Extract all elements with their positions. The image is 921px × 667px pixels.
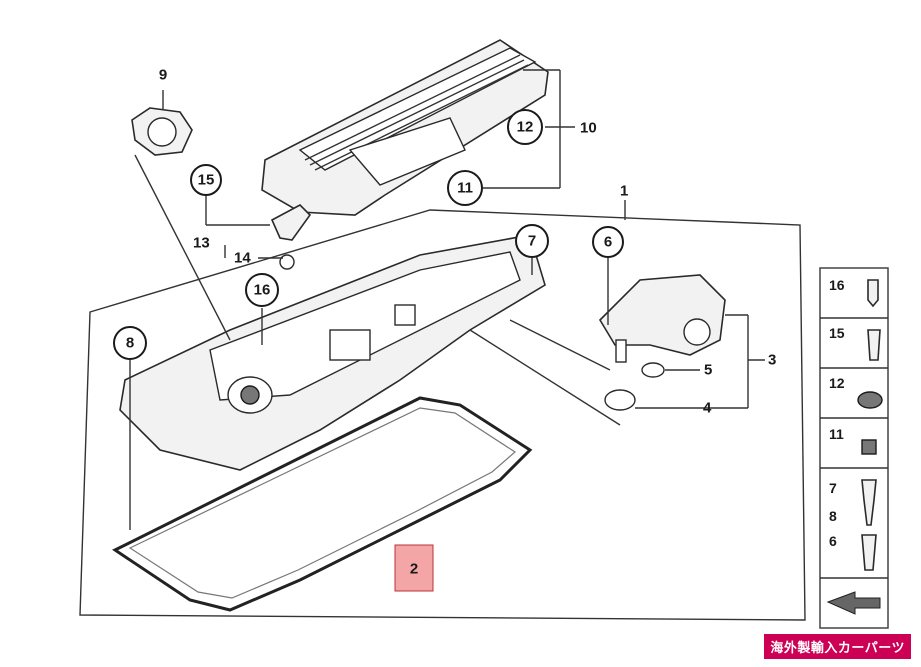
sensor-part xyxy=(270,204,312,270)
callout-12: 12 xyxy=(507,109,543,145)
engine-cover xyxy=(261,39,549,216)
callout-15-label: 15 xyxy=(198,172,215,189)
callout-7: 7 xyxy=(515,224,549,258)
label-4: 4 xyxy=(703,400,712,417)
label-3: 3 xyxy=(768,352,776,369)
legend-item-7: 7 xyxy=(829,480,837,496)
oil-filler-cap xyxy=(131,107,193,156)
callout-2-label: 2 xyxy=(410,561,418,578)
legend-item-15: 15 xyxy=(829,325,845,341)
highlight-box xyxy=(394,544,434,592)
solenoid-valve xyxy=(598,274,726,411)
legend-arrow-icon xyxy=(826,591,881,615)
callout-12-label: 12 xyxy=(517,119,534,136)
callout-11-label: 11 xyxy=(457,180,473,197)
valve-cover-gasket-inner xyxy=(128,407,516,599)
leader-lines xyxy=(129,69,765,580)
label-10: 10 xyxy=(580,120,597,137)
label-14: 14 xyxy=(234,250,251,267)
callout-6-label: 6 xyxy=(604,234,612,251)
callout-16-label: 16 xyxy=(254,282,271,299)
callout-16: 16 xyxy=(245,273,279,307)
legend-item-6: 6 xyxy=(829,533,837,549)
callout-11: 11 xyxy=(447,170,483,206)
callout-6: 6 xyxy=(592,226,624,258)
label-13: 13 xyxy=(193,235,210,252)
valve-cover xyxy=(119,234,546,471)
callout-9-label: 9 xyxy=(159,67,167,84)
legend-item-12: 12 xyxy=(829,375,845,391)
valve-cover-gasket xyxy=(112,396,533,612)
assembly-frame xyxy=(79,209,806,621)
label-1: 1 xyxy=(620,183,628,200)
legend-item-16: 16 xyxy=(829,277,845,293)
legend-item-11: 11 xyxy=(829,426,844,442)
callout-15: 15 xyxy=(190,164,222,196)
label-5: 5 xyxy=(704,362,712,379)
import-badge: 海外製輸入カーパーツ xyxy=(764,634,911,659)
callout-7-label: 7 xyxy=(528,233,536,250)
parts-legend: 16 15 12 11 7 8 6 xyxy=(819,267,889,629)
callout-8-label: 8 xyxy=(126,335,134,352)
callout-9: 9 xyxy=(159,67,167,84)
callout-8: 8 xyxy=(113,326,147,360)
legend-item-8: 8 xyxy=(829,508,837,524)
